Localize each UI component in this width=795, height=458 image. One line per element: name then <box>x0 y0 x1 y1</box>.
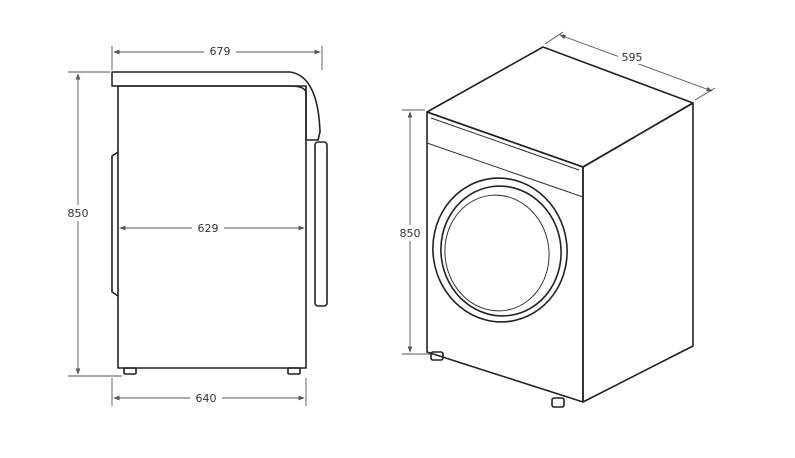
iso-top-face <box>426 46 694 168</box>
iso-front-face <box>426 111 584 403</box>
side-door-bulge <box>111 151 119 297</box>
dim-iso-width: 595 <box>544 31 716 101</box>
iso-door-glass <box>444 194 550 312</box>
label-640: 640 <box>196 392 217 405</box>
side-foot-back <box>287 367 301 375</box>
side-foot-front <box>123 367 137 375</box>
iso-view <box>426 46 694 408</box>
label-679: 679 <box>210 45 231 58</box>
side-view <box>111 71 328 375</box>
dim-side-base-width: 640 <box>111 378 307 406</box>
label-850-iso: 850 <box>400 227 421 240</box>
side-top-lid <box>111 71 321 141</box>
iso-control-panel-line <box>426 142 584 198</box>
iso-door-outer <box>432 177 568 323</box>
label-629: 629 <box>198 222 219 235</box>
dim-iso-height: 850 <box>396 109 430 355</box>
iso-foot-left <box>430 351 444 361</box>
iso-door-ring <box>440 185 562 317</box>
label-595: 595 <box>622 51 643 64</box>
dim-side-height: 850 <box>64 71 122 377</box>
side-rear-panel <box>314 141 328 307</box>
dim-side-inner-depth: 629 <box>119 220 305 236</box>
iso-right-face <box>582 102 694 403</box>
dim-side-top-width: 679 <box>111 44 323 70</box>
iso-foot-right <box>551 397 565 408</box>
label-850-side: 850 <box>68 207 89 220</box>
